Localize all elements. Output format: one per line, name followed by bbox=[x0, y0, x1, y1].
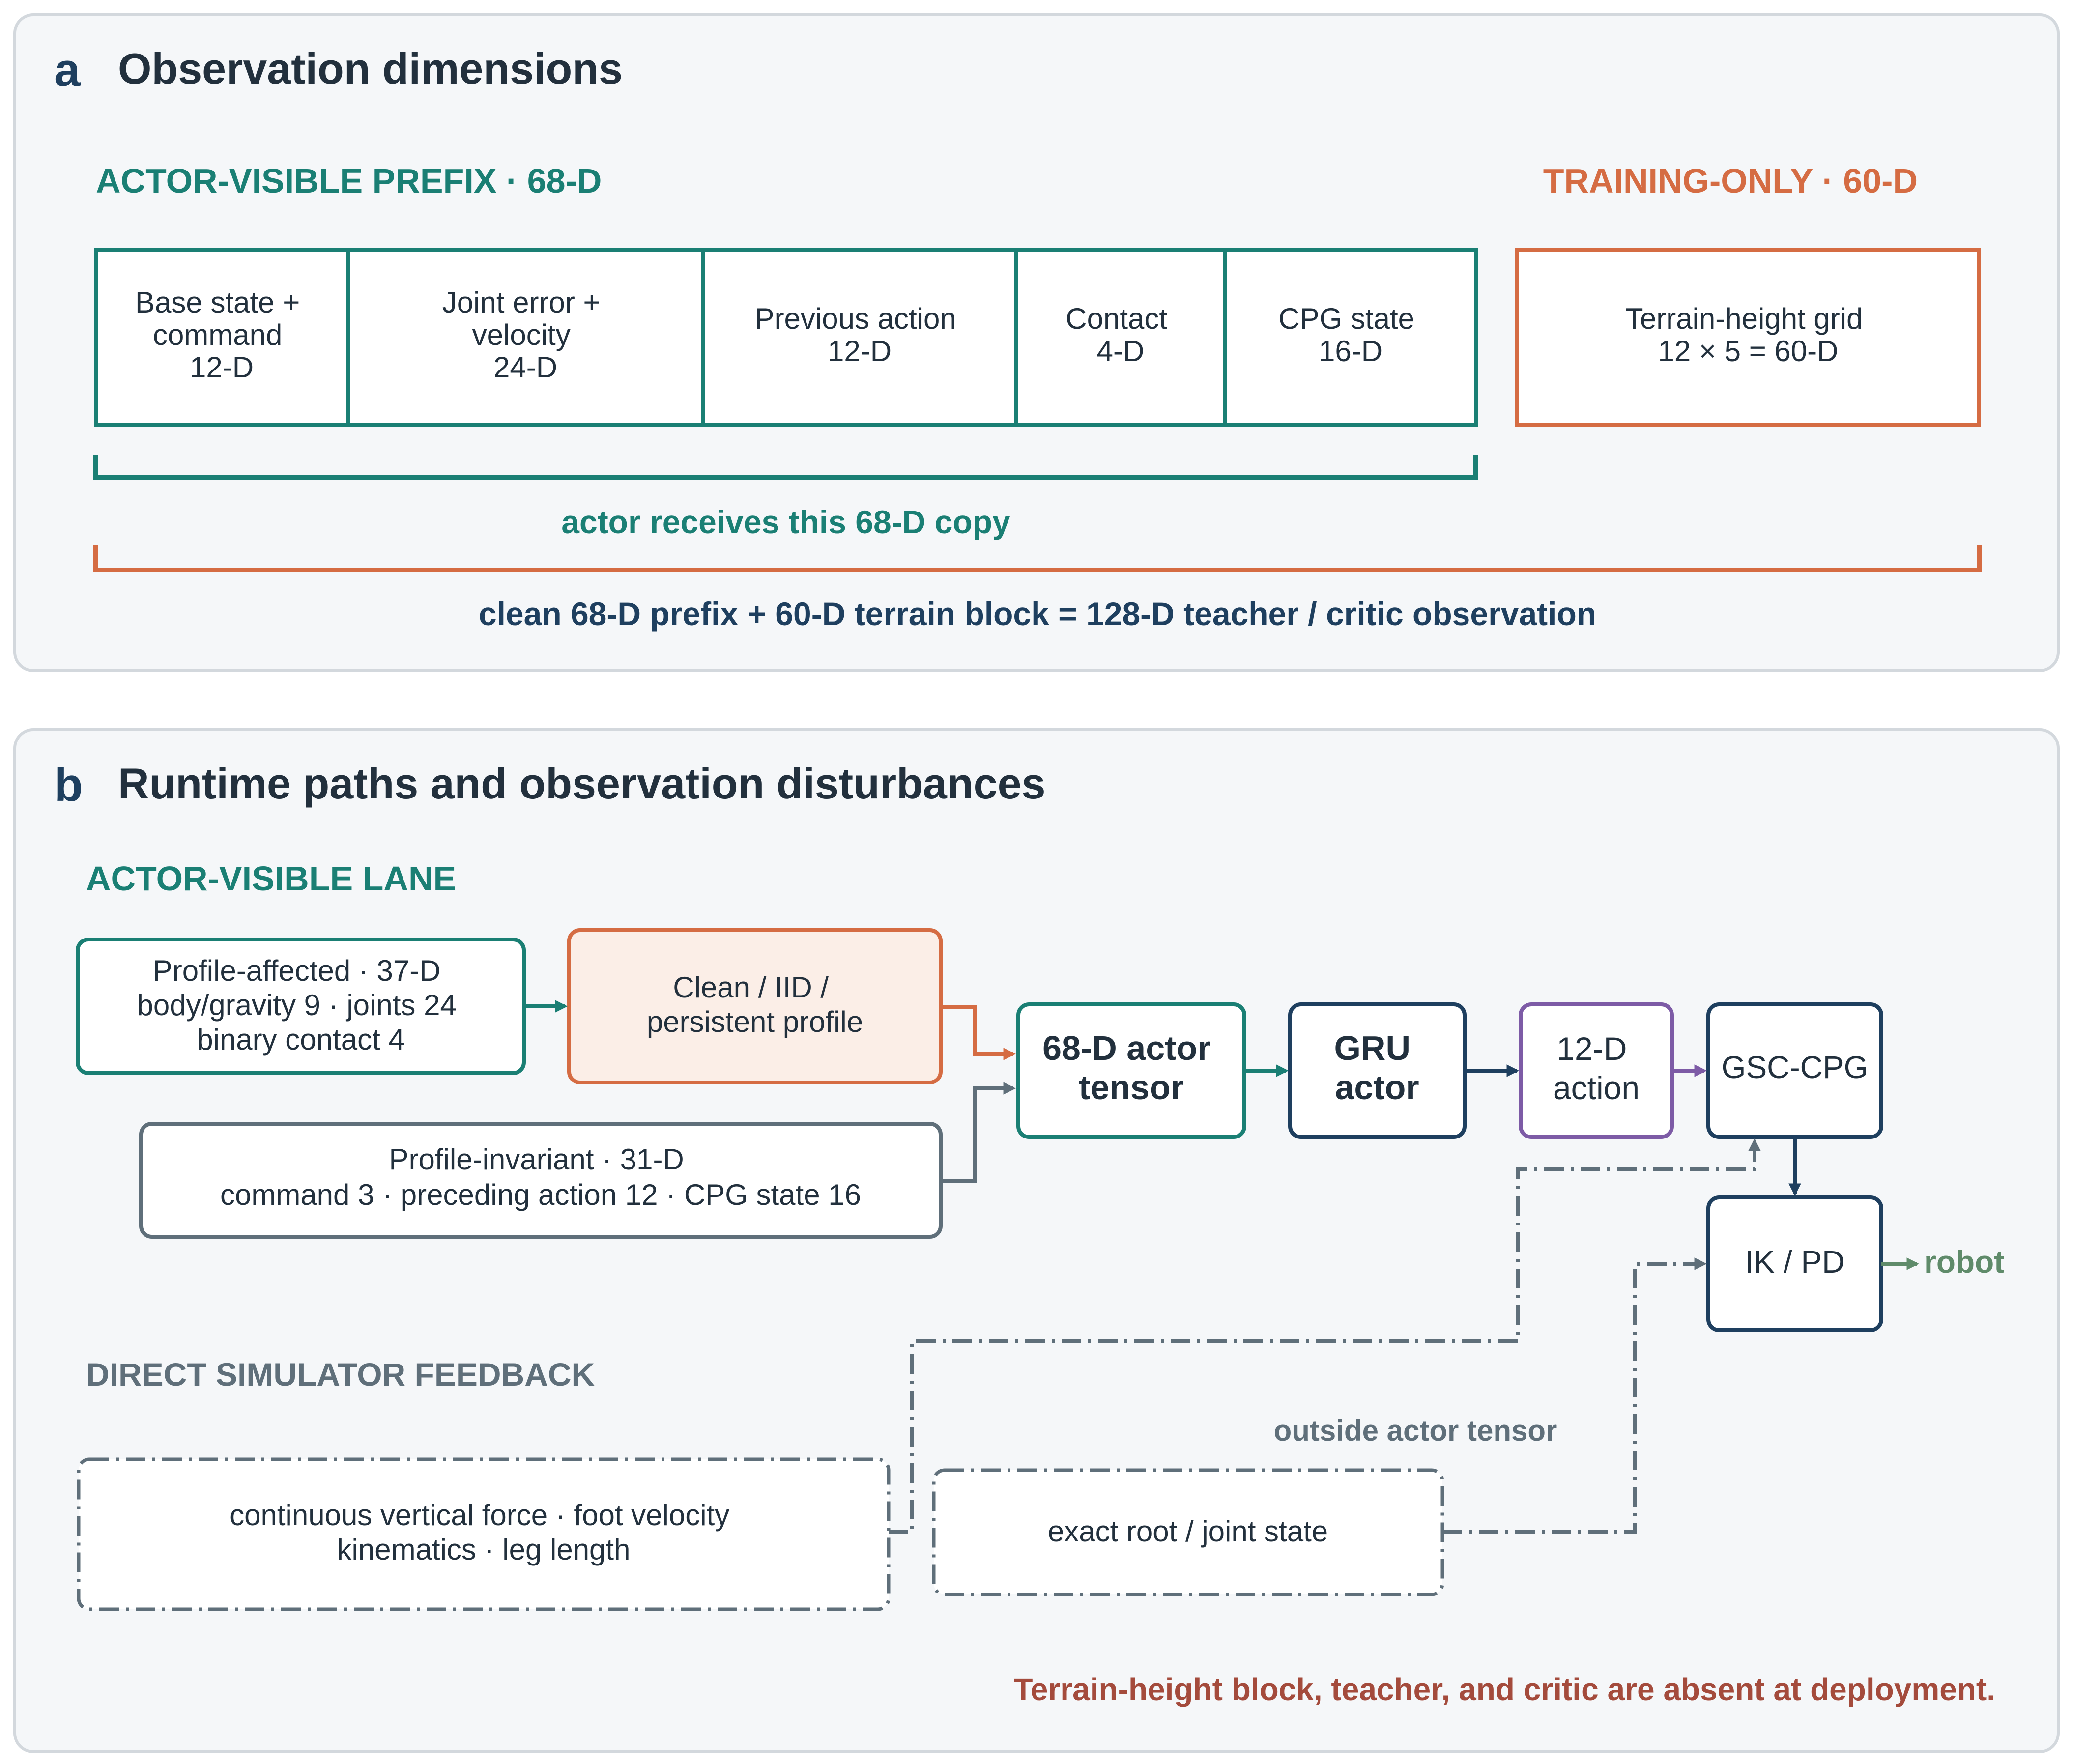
gsc-cpg-box: GSC-CPG bbox=[1706, 1002, 1883, 1139]
clean-iid-label: Clean / IID / persistent profile bbox=[647, 971, 863, 1038]
profile-invariant-label: Profile-invariant · 31-D command 3 · pre… bbox=[220, 1143, 861, 1211]
exact-state-label: exact root / joint state bbox=[1048, 1515, 1328, 1548]
observation-block-previous-action: Previous action 12-D bbox=[701, 248, 1018, 427]
sim-feedback-label: continuous vertical force · foot velocit… bbox=[230, 1499, 738, 1566]
panel-a-title: Observation dimensions bbox=[118, 44, 623, 93]
panel-b-title: Runtime paths and observation disturbanc… bbox=[118, 759, 1045, 808]
observation-block-label: Contact 4-D bbox=[1065, 302, 1175, 368]
observation-block-label: Previous action 12-D bbox=[755, 302, 965, 368]
observation-block-label: Base state + command 12-D bbox=[135, 286, 308, 384]
gsc-cpg-label: GSC-CPG bbox=[1722, 1050, 1869, 1085]
arrow-feedback-to-cpg bbox=[889, 1138, 1761, 1534]
arrow-invariant-to-tensor bbox=[941, 1082, 1016, 1183]
profile-invariant-box: Profile-invariant · 31-D command 3 · pre… bbox=[139, 1122, 943, 1239]
profile-affected-label: Profile-affected · 37-D body/gravity 9 ·… bbox=[137, 954, 464, 1056]
actor-prefix-header: ACTOR-VISIBLE PREFIX · 68-D bbox=[96, 162, 602, 200]
teacher-caption: clean 68-D prefix + 60-D terrain block =… bbox=[479, 596, 1596, 632]
observation-block-cpg-state: CPG state 16-D bbox=[1223, 248, 1478, 427]
observation-block-joint-error: Joint error + velocity 24-D bbox=[346, 248, 705, 427]
exact-state-box: exact root / joint state bbox=[932, 1468, 1444, 1596]
deployment-footnote: Terrain-height block, teacher, and criti… bbox=[1013, 1672, 1995, 1707]
action-label: 12-D action bbox=[1553, 1030, 1640, 1106]
action-box: 12-D action bbox=[1519, 1002, 1674, 1139]
observation-block-terrain: Terrain-height grid 12 × 5 = 60-D bbox=[1515, 248, 1981, 427]
ik-pd-label: IK / PD bbox=[1745, 1244, 1845, 1280]
sim-feedback-box: continuous vertical force · foot velocit… bbox=[77, 1457, 891, 1611]
clean-iid-profile-box: Clean / IID / persistent profile bbox=[567, 928, 943, 1084]
observation-block-label: Joint error + velocity 24-D bbox=[442, 286, 608, 384]
actor-lane-header: ACTOR-VISIBLE LANE bbox=[86, 859, 456, 898]
actor-caption: actor receives this 68-D copy bbox=[561, 504, 1010, 540]
panel-b: b Runtime paths and observation disturba… bbox=[13, 728, 2060, 1753]
panel-b-letter: b bbox=[54, 759, 83, 811]
panel-a: a Observation dimensions ACTOR-VISIBLE P… bbox=[13, 13, 2060, 672]
profile-affected-box: Profile-affected · 37-D body/gravity 9 ·… bbox=[76, 938, 526, 1075]
feedback-header: DIRECT SIMULATOR FEEDBACK bbox=[86, 1356, 595, 1393]
gru-actor-box: GRU actor bbox=[1288, 1002, 1467, 1139]
actor-tensor-box: 68-D actor tensor bbox=[1016, 1002, 1246, 1139]
panel-a-letter: a bbox=[54, 44, 81, 96]
observation-block-contact: Contact 4-D bbox=[1014, 248, 1227, 427]
outside-tensor-label: outside actor tensor bbox=[1274, 1414, 1557, 1447]
training-only-header: TRAINING-ONLY · 60-D bbox=[1543, 162, 1918, 200]
observation-block-label: Terrain-height grid 12 × 5 = 60-D bbox=[1625, 302, 1871, 368]
ik-pd-box: IK / PD bbox=[1706, 1195, 1883, 1332]
gru-actor-label: GRU actor bbox=[1334, 1029, 1420, 1107]
robot-label: robot bbox=[1924, 1244, 2005, 1280]
observation-block-base-state: Base state + command 12-D bbox=[94, 248, 350, 427]
observation-block-label: CPG state 16-D bbox=[1278, 302, 1422, 368]
arrow-clean-to-tensor bbox=[941, 1005, 1016, 1060]
teacher-bracket bbox=[93, 545, 1982, 572]
actor-tensor-label: 68-D actor tensor bbox=[1042, 1029, 1220, 1107]
actor-bracket bbox=[93, 455, 1478, 480]
